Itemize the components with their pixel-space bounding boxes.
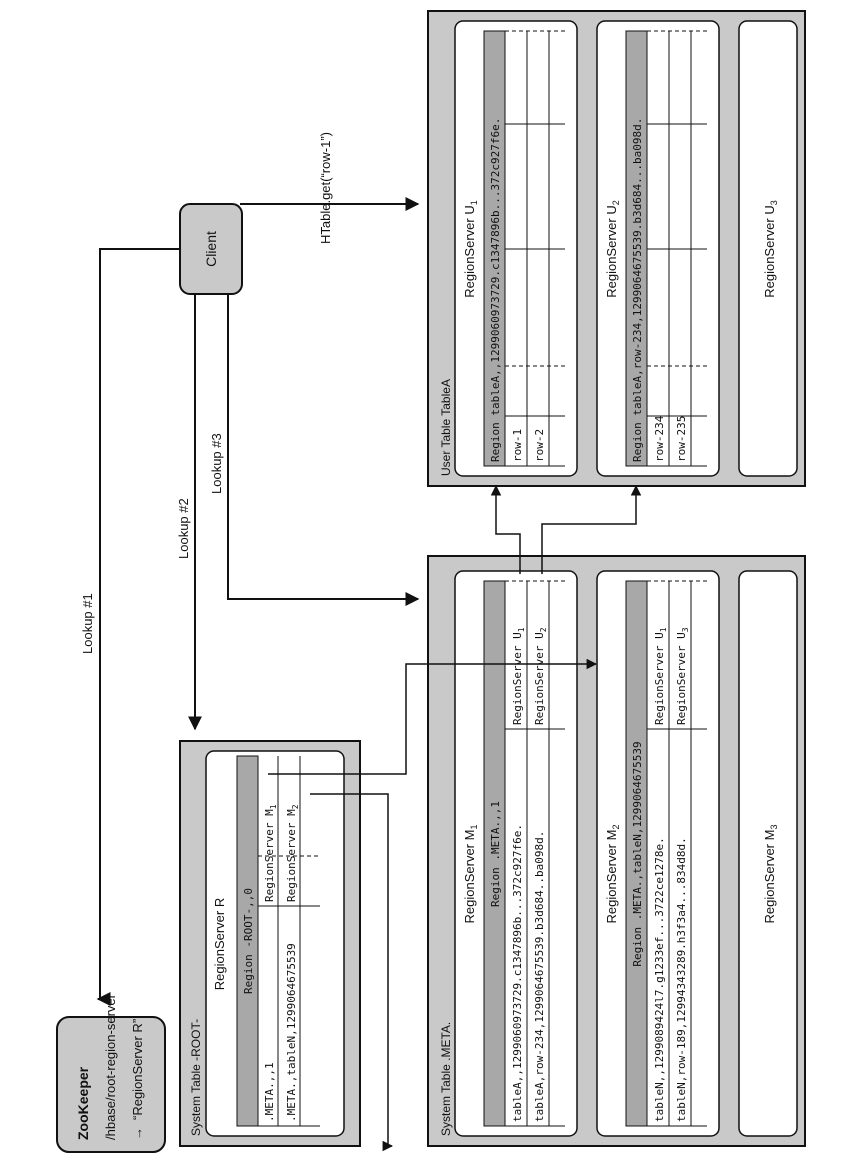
regionserver-u3-box: RegionServer U3 [738,20,798,477]
meta-row-key: tableN,,1299089424l7.g1233ef...3722ce127… [653,837,666,1122]
get-call-label: HTable.get(“row-1”) [318,132,333,244]
root-table-title: System Table -ROOT- [189,1019,203,1136]
regionserver-u2-box: RegionServer U2 Region tableA,row-234,12… [596,20,720,477]
user-table-title: User Table TableA [439,379,453,476]
regionserver-m1-box: RegionServer M1 Region .META.,,1 tableA,… [454,570,578,1137]
lookup-arrows [96,197,642,1152]
root-region-title: Region -ROOT-,,0 [242,888,255,994]
user-region-title: Region tableA,row-234,1299064675539.b3d6… [631,118,644,462]
meta-row-server: RegionServer U1 [653,627,668,725]
meta-region-title: Region .META.,,1 [489,801,502,907]
meta-row-server: RegionServer U1 [511,627,526,725]
meta-table-box: System Table .META. RegionServer M1 Regi… [427,555,806,1147]
root-row-server: RegionServer M2 [285,804,300,902]
user-region-title: Region tableA,,1299060973729.c1347896b..… [489,118,502,462]
lookup2-label: Lookup #2 [176,498,191,559]
root-to-m1-arrow [268,658,598,775]
lookup1-arrow [96,248,180,1006]
user-row-key: row-1 [511,429,524,462]
meta-to-u1-arrow [490,484,521,574]
meta-row-key: tableN,row-189,12994343289.h3f3a4...834d… [675,837,688,1122]
client-box: Client [179,203,243,295]
regionserver-m2-box: RegionServer M2 Region .META.,tableN,129… [596,570,720,1137]
client-label: Client [203,231,219,267]
root-to-m2-arrow [310,793,394,1152]
meta-row-server: RegionServer U3 [675,627,690,725]
meta-to-u2-arrow [541,484,642,574]
regionserver-m3-box: RegionServer M3 [738,570,798,1137]
regionserver-m3-label: RegionServer M3 [762,825,779,924]
meta-row-key: tableA,row-234,1299064675539.b3d684..ba0… [533,831,546,1122]
lookup1-label: Lookup #1 [80,593,95,654]
root-table-box: System Table -ROOT- RegionServer R Regio… [179,740,361,1147]
regionserver-u1-label: RegionServer U1 [462,200,479,298]
regionserver-m2-label: RegionServer M2 [604,825,621,924]
user-table-box: User Table TableA RegionServer U1 Region… [427,10,806,487]
root-row-server: RegionServer M1 [263,804,278,902]
zookeeper-path: /hbase/root-region-server [103,993,118,1140]
user-row-key: row-235 [675,416,688,462]
lookup3-label: Lookup #3 [209,433,224,494]
meta-table-title: System Table .META. [439,1022,453,1136]
meta-row-server: RegionServer U2 [533,627,548,725]
lookup3-arrow [227,294,420,606]
zookeeper-value: “RegionServer R” [130,1019,145,1120]
root-row-key: .META.,,1 [263,1062,276,1122]
regionserver-r-label: RegionServer R [212,898,227,991]
user-row-key: row-234 [653,415,666,462]
meta-region-title: Region .META.,tableN,1299064675539 [631,741,644,966]
zookeeper-arrow-icon: → [130,1127,145,1140]
user-row-key: row-2 [533,429,546,462]
regionserver-u3-label: RegionServer U3 [762,200,779,298]
zookeeper-title: ZooKeeper [75,1066,91,1140]
root-row-key: .META.,tableN,1299064675539 [285,943,298,1122]
zookeeper-box: ZooKeeper /hbase/root-region-server → “R… [56,993,166,1153]
meta-row-key: tableA,,1299060973729.c1347896b...372c92… [511,824,524,1122]
regionserver-u2-label: RegionServer U2 [604,200,621,298]
regionserver-m1-label: RegionServer M1 [462,825,479,924]
regionserver-u1-box: RegionServer U1 Region tableA,,129906097… [454,20,578,477]
